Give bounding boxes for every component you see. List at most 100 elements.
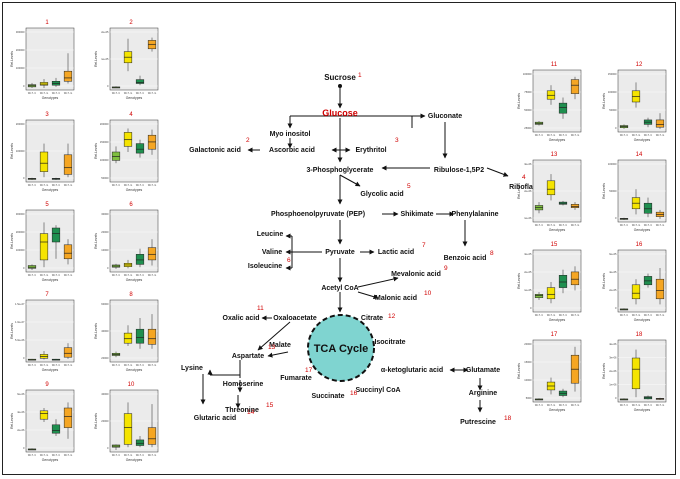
y-tick-label: 100000 <box>608 162 617 166</box>
y-tick-label: 2e+06 <box>524 189 532 193</box>
y-tick-label: 4e+05 <box>609 270 617 274</box>
x-axis-label: Genotypes <box>634 138 651 142</box>
plot-area <box>532 339 582 403</box>
boxplot-number: 9 <box>45 382 49 388</box>
node-galactonic-number: 2 <box>246 137 250 144</box>
x-tick-label: Wt-T- G <box>148 364 157 367</box>
node-succcoa: Succinyl CoA <box>355 387 400 394</box>
box-genotype-1 <box>619 217 629 220</box>
y-axis-label: Rel.Levels <box>602 183 606 199</box>
box-genotype-1 <box>619 308 629 311</box>
box-genotype-2 <box>631 349 641 398</box>
node-oxalic: Oxalic acid <box>223 315 260 322</box>
node-malonic-number: 10 <box>424 290 432 297</box>
x-tick-label: Wt-T- C <box>620 134 629 137</box>
x-tick-label: Wt-T- G <box>124 364 133 367</box>
y-tick-label: 20000 <box>524 342 532 346</box>
x-tick-label: Wt-T- G <box>124 92 133 95</box>
box-genotype-1 <box>27 177 37 180</box>
box-genotype-1 <box>111 444 121 450</box>
x-axis-label: Genotypes <box>42 278 59 282</box>
boxplot-number: 2 <box>129 20 133 26</box>
node-threonine: Threonine <box>225 407 259 414</box>
plot-area <box>109 209 159 273</box>
y-tick-label: 2e+06 <box>609 369 617 373</box>
x-tick-label: Wt-T- C <box>28 184 37 187</box>
y-tick-label: 0 <box>23 84 25 88</box>
box-genotype-4 <box>147 37 157 52</box>
y-tick-label: 0 <box>615 216 617 220</box>
x-tick-label: Wt-T- G <box>547 404 556 407</box>
y-tick-label: 1e+05 <box>524 288 532 292</box>
y-axis-label: Rel.Levels <box>602 363 606 379</box>
node-glutaric: Glutaric acid <box>194 415 236 422</box>
y-axis-label: Rel.Levels <box>602 93 606 109</box>
boxplot-number: 8 <box>129 292 133 298</box>
x-tick-label: Wt-T- G <box>40 92 49 95</box>
x-tick-label: Wt-T- C <box>52 92 61 95</box>
box-genotype-3 <box>135 436 145 448</box>
box-genotype-1 <box>619 124 629 129</box>
y-tick-label: 2e+06 <box>17 428 25 432</box>
pathway-arrows <box>200 88 509 413</box>
y-tick-label: 20000 <box>101 356 109 360</box>
x-tick-label: Wt-T- G <box>571 404 580 407</box>
y-tick-label: 40000 <box>101 329 109 333</box>
y-axis-label: Rel.Levels <box>517 273 521 289</box>
x-tick-label: Wt-T- C <box>644 134 653 137</box>
node-homoserine: Homoserine <box>223 381 264 388</box>
x-tick-label: Wt-T- C <box>136 274 145 277</box>
box-genotype-3 <box>643 197 653 218</box>
x-axis-label: Genotypes <box>126 278 143 282</box>
box-genotype-4 <box>570 266 580 291</box>
boxplot-number: 14 <box>636 152 643 158</box>
box-genotype-1 <box>27 448 37 451</box>
x-tick-label: Wt-T- C <box>136 454 145 457</box>
y-tick-label: 25000 <box>524 126 532 130</box>
y-tick-label: 200000 <box>16 122 25 126</box>
y-tick-label: 50000 <box>609 189 617 193</box>
boxplot-number: 18 <box>636 332 643 338</box>
y-tick-label: 50000 <box>524 108 532 112</box>
x-axis-label: Genotypes <box>126 188 143 192</box>
node-lactic: Lactic acid <box>378 249 414 256</box>
x-tick-label: Wt-T- G <box>40 364 49 367</box>
node-phenylalanine: Phenylalanine <box>451 211 498 218</box>
box-genotype-4 <box>63 239 73 265</box>
node-sucrose-number: 1 <box>358 72 362 79</box>
x-tick-label: Wt-T- G <box>547 224 556 227</box>
x-tick-label: Wt-T- G <box>632 134 641 137</box>
y-tick-label: 0 <box>615 396 617 400</box>
x-tick-label: Wt-T- G <box>124 274 133 277</box>
node-mevalonic-number: 9 <box>444 265 448 272</box>
node-oxalic-number: 11 <box>257 305 264 312</box>
box-genotype-1 <box>619 398 629 401</box>
box-genotype-1 <box>111 146 121 164</box>
x-axis-label: Genotypes <box>42 368 59 372</box>
box-genotype-4 <box>655 268 665 305</box>
x-axis-label: Genotypes <box>42 458 59 462</box>
boxplot-number: 17 <box>551 332 558 338</box>
y-tick-label: 0 <box>23 446 25 450</box>
box-genotype-2 <box>546 377 556 395</box>
x-tick-label: Wt-T- C <box>112 274 121 277</box>
x-tick-label: Wt-T- C <box>535 314 544 317</box>
boxplot-number: 7 <box>45 292 49 298</box>
node-arginine: Arginine <box>469 390 497 397</box>
node-pyruvate: Pyruvate <box>325 249 355 256</box>
y-tick-label: 2e+05 <box>524 270 532 274</box>
node-galactonic: Galactonic acid <box>189 147 241 154</box>
node-akg: α-ketoglutaric acid <box>381 367 443 374</box>
y-axis-label: Rel.Levels <box>10 323 14 339</box>
box-genotype-2 <box>123 38 133 72</box>
x-tick-label: Wt-T- C <box>620 404 629 407</box>
